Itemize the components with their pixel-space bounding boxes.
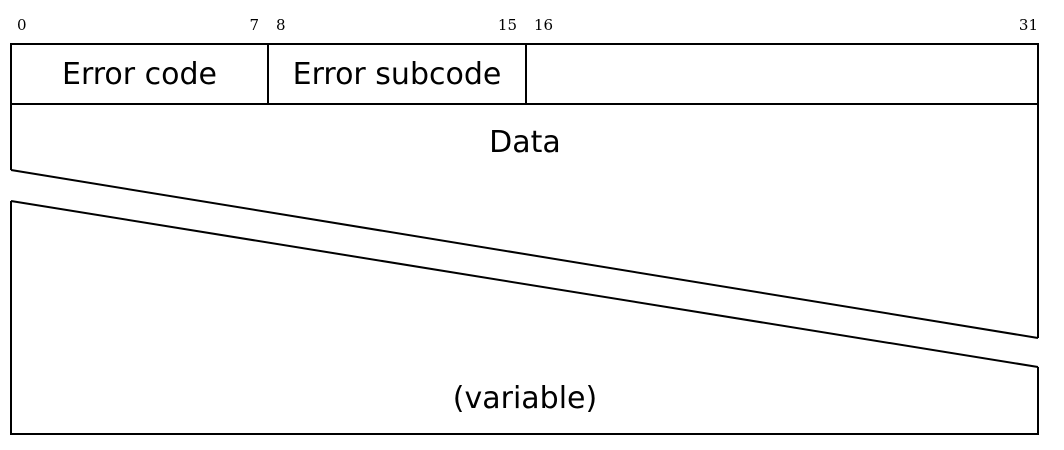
bit-tick-15: 15 bbox=[498, 16, 517, 34]
continuation-box-outline bbox=[10, 201, 1039, 435]
row-error-codes: Error code Error subcode bbox=[10, 43, 1039, 105]
bit-tick-31: 31 bbox=[1019, 16, 1038, 34]
field-box-row0-remainder bbox=[526, 43, 1039, 104]
bit-tick-0: 0 bbox=[17, 16, 27, 34]
row-data: Data bbox=[10, 103, 1039, 339]
bit-tick-8: 8 bbox=[276, 16, 286, 34]
field-box-error-code bbox=[10, 43, 269, 105]
break-line-upper bbox=[10, 169, 1039, 339]
bit-tick-16: 16 bbox=[534, 16, 553, 34]
field-label-error-subcode: Error subcode bbox=[293, 57, 502, 92]
bit-ruler: 0 7 8 15 16 31 bbox=[17, 16, 1038, 34]
break-line-lower bbox=[10, 200, 1039, 368]
field-label-error-code: Error code bbox=[62, 57, 217, 92]
field-box-error-subcode bbox=[267, 43, 527, 105]
field-label-variable: (variable) bbox=[453, 381, 597, 416]
field-label-data: Data bbox=[489, 125, 561, 160]
row-data-continued: (variable) bbox=[10, 200, 1039, 435]
bit-tick-7: 7 bbox=[249, 16, 259, 34]
